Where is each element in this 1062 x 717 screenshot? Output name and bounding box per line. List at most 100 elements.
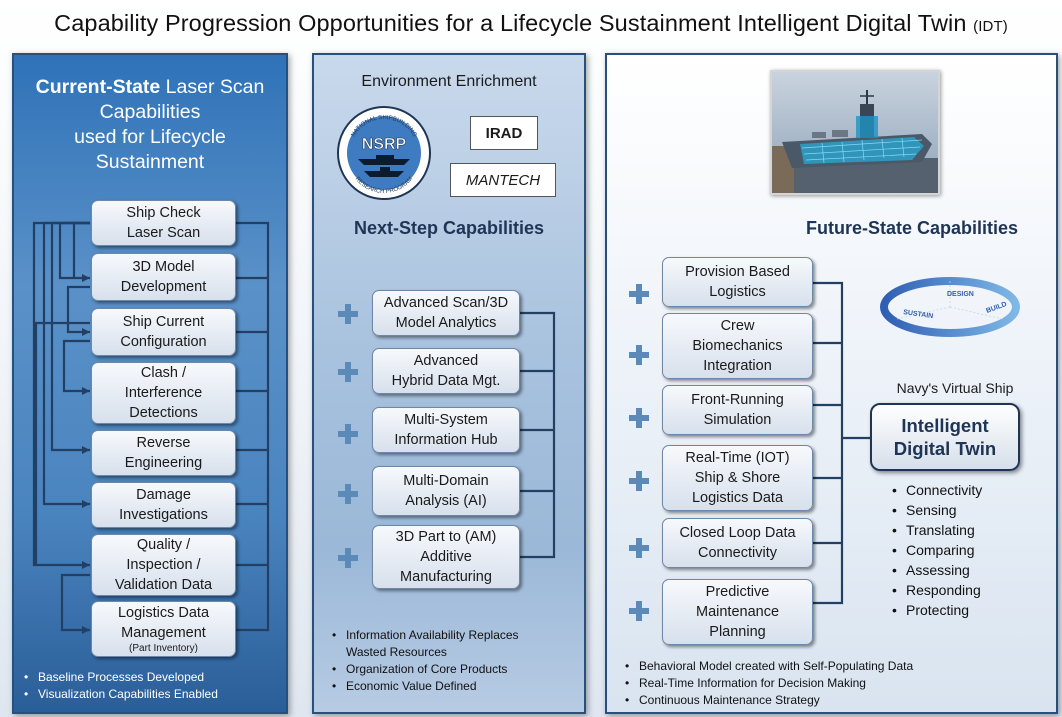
box-real-time-iot: Real-Time (IOT) Ship & Shore Logistics D…	[662, 445, 813, 511]
future-state-bullets: Behavioral Model created with Self-Popul…	[623, 658, 913, 709]
box-line: Biomechanics	[692, 338, 783, 354]
plus-icon	[338, 304, 358, 324]
bullet-item: Information Availability ReplacesWasted …	[330, 627, 519, 661]
box-reverse-engineering: Reverse Engineering	[91, 430, 236, 476]
box-predictive-maintenance: Predictive Maintenance Planning	[662, 579, 813, 645]
box-line: Development	[120, 279, 207, 295]
box-line: Multi-System	[404, 412, 488, 428]
title-suffix: (IDT)	[973, 18, 1008, 35]
aircraft-carrier-image	[770, 70, 940, 195]
box-line: Analysis (AI)	[405, 493, 487, 509]
box-clash-interference-detections: Clash / Interference Detections	[91, 362, 236, 424]
future-state-heading: Future-State Capabilities	[805, 218, 1019, 238]
box-line: Interference	[124, 385, 203, 401]
box-line: Crew	[720, 318, 755, 334]
idt-attribute-list: Connectivity Sensing Translating Compari…	[890, 480, 982, 620]
heading-bold: Current-State	[35, 76, 161, 98]
box-line: Hybrid Data Mgt.	[391, 373, 501, 389]
box-line: Logistics Data	[691, 490, 784, 506]
plus-icon	[338, 424, 358, 444]
plus-icon	[629, 601, 649, 621]
idt-attribute: Assessing	[890, 560, 982, 580]
bullet-item: Continuous Maintenance Strategy	[623, 692, 913, 709]
box-line: 3D Part to (AM)	[395, 529, 497, 545]
intelligent-digital-twin-box: Intelligent Digital Twin	[870, 403, 1020, 471]
box-line: Advanced	[413, 353, 479, 369]
next-step-connectors	[520, 311, 556, 559]
box-3d-model-development: 3D Model Development	[91, 253, 236, 301]
plus-icon	[338, 548, 358, 568]
box-line: Provision Based	[685, 264, 790, 280]
box-line: Information Hub	[394, 432, 498, 448]
bullet-item: Behavioral Model created with Self-Popul…	[623, 658, 913, 675]
future-state-connectors	[813, 281, 870, 605]
next-step-panel: Environment Enrichment NATIONAL SHIPBUIL…	[312, 53, 586, 714]
bullet-item: Organization of Core Products	[330, 661, 519, 678]
box-line: Connectivity	[698, 545, 777, 561]
box-line: 3D Model	[132, 259, 195, 275]
plus-icon	[629, 345, 649, 365]
box-line: Investigations	[119, 507, 208, 523]
mantech-tag: MANTECH	[450, 163, 556, 197]
heading-line-4: Sustainment	[95, 151, 205, 173]
box-line: Real-Time (IOT)	[685, 450, 790, 466]
navy-virtual-ship-label: Navy's Virtual Ship	[896, 380, 1014, 396]
current-state-connectors	[32, 221, 270, 634]
box-line: Validation Data	[114, 577, 213, 593]
box-subline: (Part Inventory)	[129, 643, 198, 654]
box-ship-check-laser-scan: Ship Check Laser Scan	[91, 200, 236, 246]
box-line: Planning	[709, 624, 766, 640]
bullet-text: Information Availability Replaces	[346, 628, 519, 642]
idt-attribute: Protecting	[890, 600, 982, 620]
bullet-item: Visualization Capabilities Enabled	[22, 686, 218, 703]
box-line: Maintenance	[695, 604, 780, 620]
box-damage-investigations: Damage Investigations	[91, 482, 236, 528]
idt-attribute: Sensing	[890, 500, 982, 520]
box-closed-loop-data: Closed Loop Data Connectivity	[662, 518, 813, 568]
box-line: Simulation	[703, 412, 772, 428]
heading-line-3: used for Lifecycle	[74, 126, 226, 148]
box-line: Laser Scan	[126, 225, 201, 241]
box-advanced-scan-analytics: Advanced Scan/3D Model Analytics	[372, 290, 520, 336]
plus-icon	[338, 484, 358, 504]
logo-text: NSRP	[362, 136, 407, 153]
box-line: Closed Loop Data	[679, 525, 796, 541]
bullet-item: Baseline Processes Developed	[22, 669, 218, 686]
idt-attribute: Comparing	[890, 540, 982, 560]
idt-attribute: Translating	[890, 520, 982, 540]
current-state-bullets: Baseline Processes Developed Visualizati…	[22, 669, 218, 703]
box-logistics-data-management: Logistics Data Management (Part Inventor…	[91, 601, 236, 657]
box-line: Configuration	[120, 334, 207, 350]
idt-line: Intelligent	[901, 415, 989, 436]
plus-icon	[629, 408, 649, 428]
plus-icon	[629, 284, 649, 304]
box-line: Logistics Data	[117, 605, 210, 621]
box-ship-current-configuration: Ship Current Configuration	[91, 308, 236, 356]
box-line: Ship Check	[126, 205, 201, 221]
current-state-heading: Current-State Laser Scan Capabilities us…	[14, 75, 286, 175]
box-line: Quality /	[136, 537, 191, 553]
box-multi-domain-analysis: Multi-Domain Analysis (AI)	[372, 466, 520, 516]
box-provision-based-logistics: Provision Based Logistics	[662, 257, 813, 307]
idt-attribute: Connectivity	[890, 480, 982, 500]
box-advanced-hybrid-data: Advanced Hybrid Data Mgt.	[372, 348, 520, 394]
bullet-item: Economic Value Defined	[330, 678, 519, 695]
heading-rest: Laser Scan	[160, 76, 265, 98]
nsrp-logo: NATIONAL SHIPBUILDING RESEARCH PROGRAM N…	[337, 106, 431, 200]
bullet-item: Real-Time Information for Decision Makin…	[623, 675, 913, 692]
box-line: Integration	[703, 358, 772, 374]
box-line: Ship Current	[122, 314, 205, 330]
next-step-heading: Next-Step Capabilities	[353, 218, 545, 238]
box-line: Management	[121, 625, 206, 641]
box-line: Manufacturing	[400, 569, 492, 585]
cycle-sustain-label: SUSTAIN	[903, 309, 934, 320]
box-line: Ship & Shore	[694, 470, 781, 486]
box-line: Front-Running	[691, 392, 784, 408]
box-crew-biomechanics: Crew Biomechanics Integration	[662, 313, 813, 379]
current-state-panel: Current-State Laser Scan Capabilities us…	[12, 53, 288, 714]
bullet-text: Wasted Resources	[346, 645, 447, 659]
box-multi-system-hub: Multi-System Information Hub	[372, 407, 520, 453]
box-line: Detections	[129, 405, 198, 421]
environment-enrichment-label: Environment Enrichment	[361, 73, 537, 90]
irad-tag: IRAD	[470, 116, 538, 150]
